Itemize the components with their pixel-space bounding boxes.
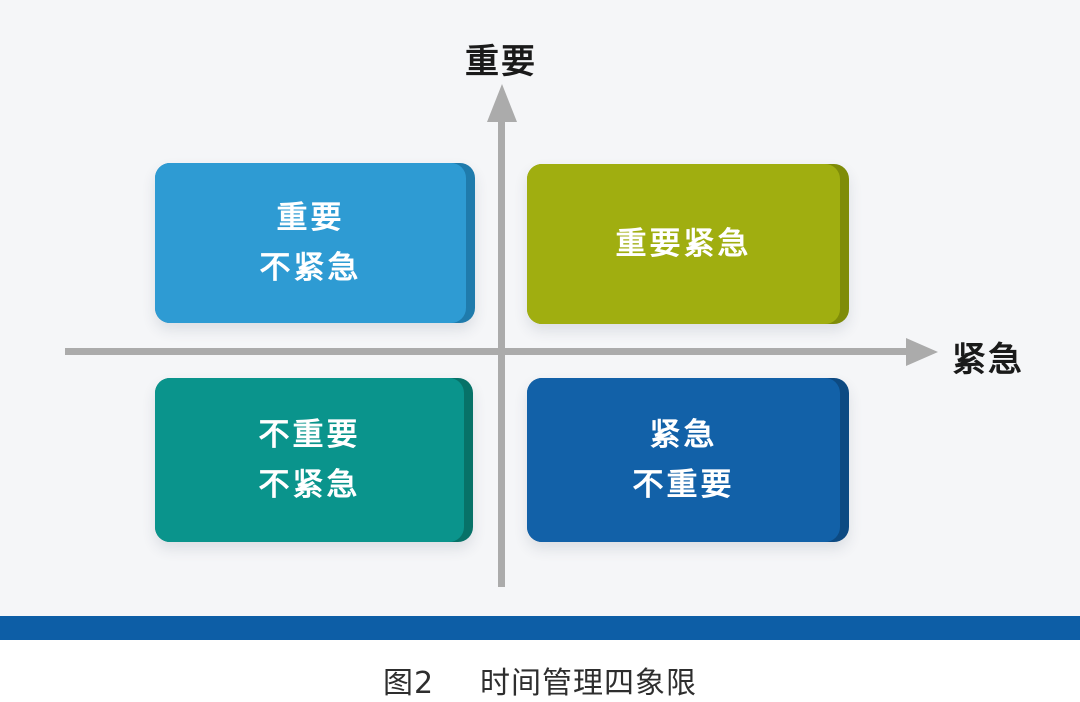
quadrant-label-line: 重要紧急	[615, 225, 752, 262]
divider-bar	[0, 616, 1080, 640]
x-axis-label: 紧急	[952, 340, 1024, 380]
quadrant-not-important-not-urgent: 不重要 不紧急	[155, 378, 473, 542]
quadrant-important-urgent: 重要紧急	[527, 164, 849, 324]
quadrant-plot-area: 重要 紧急 重要 不紧急 重要紧急 不重要 不紧急 紧急	[65, 42, 1024, 587]
quadrant-label-line: 不重要	[258, 416, 361, 453]
quadrant-label-line: 不紧急	[258, 467, 361, 503]
quadrant-urgent-not-important: 紧急 不重要	[527, 378, 849, 542]
up-arrow-icon	[487, 84, 517, 122]
right-arrow-icon	[906, 338, 938, 366]
quadrant-label-line: 不重要	[632, 467, 735, 503]
figure-title: 时间管理四象限	[480, 666, 698, 701]
figure-number: 图2	[382, 666, 435, 701]
horizontal-axis-line	[65, 348, 910, 355]
quadrant-face: 重要 不紧急	[155, 163, 466, 323]
quadrant-face: 紧急 不重要	[527, 378, 840, 542]
quadrant-label-line: 紧急	[649, 416, 718, 453]
quadrant-face: 重要紧急	[527, 164, 840, 324]
quadrant-important-not-urgent: 重要 不紧急	[155, 163, 475, 323]
quadrant-label-line: 重要	[276, 199, 345, 236]
figure-caption: 图2 时间管理四象限	[0, 658, 1080, 702]
quadrant-face: 不重要 不紧急	[155, 378, 464, 542]
y-axis-label: 重要	[465, 42, 537, 82]
quadrant-label-line: 不紧急	[259, 250, 362, 286]
